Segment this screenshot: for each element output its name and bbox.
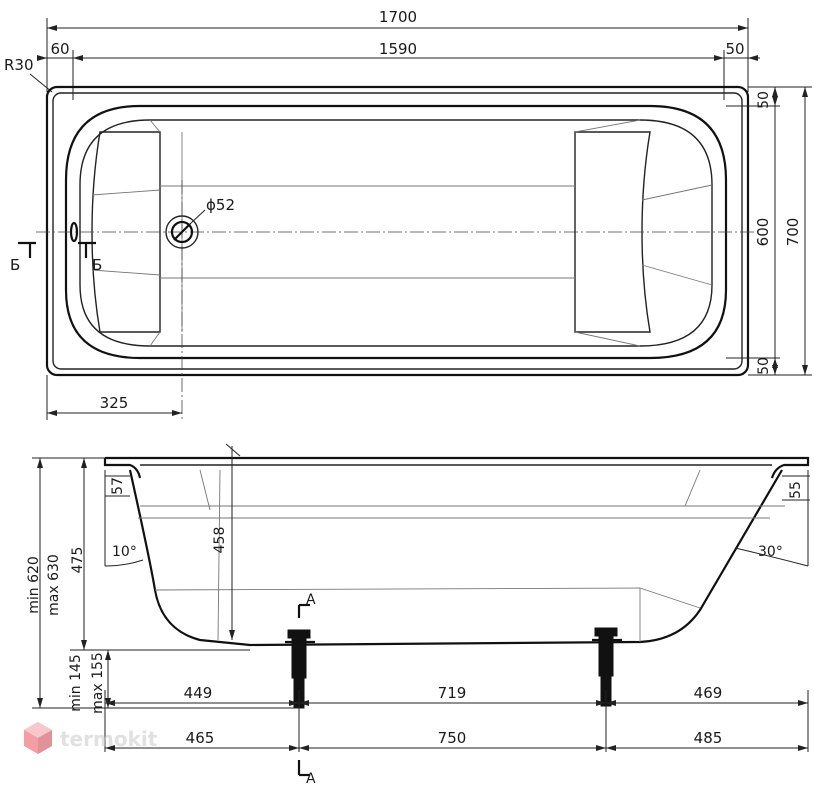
section-b-right: Б bbox=[92, 256, 102, 274]
dim-left-angle: 10° bbox=[104, 470, 144, 567]
dim-inner-depth: 458 bbox=[212, 443, 241, 640]
dim-overall-length: 1700 bbox=[46, 8, 749, 92]
overall-length-label: 1700 bbox=[379, 8, 417, 26]
dim-segments: 449 719 469 bbox=[104, 684, 809, 752]
corner-radius-label: R30 bbox=[4, 56, 34, 74]
leg-left-label: 465 bbox=[186, 729, 215, 747]
right-rim-label: 50 bbox=[725, 40, 744, 58]
seg-right-label: 469 bbox=[694, 684, 723, 702]
depth-label: 475 bbox=[70, 547, 86, 574]
brand-logo-icon bbox=[24, 722, 52, 754]
side-rim bbox=[103, 456, 810, 479]
inner-length-label: 1590 bbox=[379, 40, 417, 58]
tub-basin-outline bbox=[64, 104, 728, 360]
inner-depth-label: 458 bbox=[212, 527, 228, 554]
left-angle-label: 10° bbox=[112, 544, 137, 560]
brand-name: termokit bbox=[60, 727, 158, 751]
right-lip-label: 55 bbox=[788, 481, 804, 499]
dim-heights: min 620 max 630 475 min 145 max 155 bbox=[26, 457, 300, 714]
right-angle-label: 30° bbox=[758, 544, 783, 560]
section-a-bottom: А bbox=[306, 771, 316, 785]
total-height-min-label: min 620 bbox=[26, 556, 42, 614]
leg-right-label: 485 bbox=[694, 729, 723, 747]
plan-view: 1700 60 1590 50 R30 bbox=[4, 8, 812, 420]
drain-icon bbox=[165, 209, 206, 249]
leg-height-max-label: max 155 bbox=[90, 652, 106, 714]
side-view: 458 А А 57 bbox=[26, 443, 810, 785]
bottom-rim-label: 50 bbox=[756, 357, 772, 375]
seg-left-label: 449 bbox=[184, 684, 213, 702]
tub-basin-bottom bbox=[79, 119, 713, 347]
dim-inner-length: 60 1590 50 bbox=[37, 40, 760, 100]
side-tub-body bbox=[128, 469, 783, 647]
inner-width-label: 600 bbox=[754, 218, 772, 247]
dim-right-angle: 30° bbox=[734, 470, 809, 567]
section-a-top: А bbox=[306, 592, 316, 608]
left-lip-label: 57 bbox=[110, 477, 126, 495]
tub-outer-rim bbox=[45, 85, 750, 377]
drain-offset-label: 325 bbox=[100, 394, 129, 412]
drain-diameter-label: ϕ52 bbox=[206, 196, 235, 214]
backrest-right bbox=[574, 131, 651, 333]
total-height-max-label: max 630 bbox=[46, 554, 62, 616]
tub-inner-rim bbox=[52, 92, 743, 370]
overall-width-label: 700 bbox=[784, 218, 802, 247]
overflow-icon bbox=[69, 221, 79, 243]
dim-drain-offset: 325 bbox=[46, 375, 182, 420]
watermark: termokit bbox=[24, 722, 158, 754]
dim-width: 50 600 50 700 bbox=[726, 86, 812, 376]
section-b-marker: Б Б bbox=[10, 241, 102, 274]
dim-legs: 465 750 485 bbox=[105, 729, 808, 751]
leg-right bbox=[592, 627, 622, 707]
dim-lips: 57 55 bbox=[105, 475, 810, 501]
seg-mid-label: 719 bbox=[438, 684, 467, 702]
section-a-marker: А А bbox=[297, 592, 316, 785]
section-b-left: Б bbox=[10, 256, 20, 274]
left-rim-label: 60 bbox=[50, 40, 69, 58]
leg-mid-label: 750 bbox=[438, 729, 467, 747]
top-rim-label: 50 bbox=[756, 91, 772, 109]
leg-height-min-label: min 145 bbox=[68, 654, 84, 712]
leg-left bbox=[285, 629, 315, 709]
